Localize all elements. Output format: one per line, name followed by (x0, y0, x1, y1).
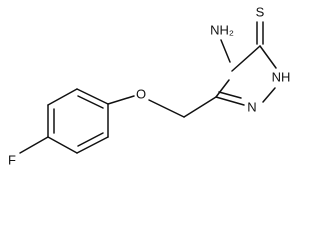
bond-n4-c5 (231, 45, 261, 72)
fluorine-label: F (8, 152, 16, 167)
ring-n-label: N (247, 99, 256, 114)
bond-ch2-o (148, 99, 185, 118)
bond-ar4-ar5 (47, 136, 78, 154)
ring-nh-label: NH (272, 69, 291, 84)
bond-n2-c3-double (218, 91, 242, 99)
atom-labels: NH₂ S NH N O F (8, 4, 290, 167)
bond-n2-c3 (215, 96, 245, 106)
bond-n4-nh2 (220, 39, 231, 63)
bond-ar5-ar6 (76, 136, 109, 154)
bond-ar4-f (19, 136, 49, 154)
bond-c3-n4 (215, 79, 230, 98)
amino-label: NH₂ (210, 22, 234, 37)
bond-ar2-ar3 (47, 88, 78, 106)
bond-ar1-ar2-inner (77, 95, 104, 109)
bond-n1-n2 (262, 87, 276, 103)
oxygen-label: O (136, 86, 146, 101)
bond-ar1-ar2 (76, 88, 109, 105)
chemical-structure: NH₂ S NH N O F (8, 4, 290, 167)
bond-c3-ch2 (183, 96, 217, 118)
bond-ar5-ar6-inner (77, 132, 104, 147)
bond-o-aryl (107, 95, 135, 105)
bonds (19, 21, 277, 154)
sulfur-label: S (256, 4, 265, 19)
bond-c5-n1 (259, 45, 277, 69)
